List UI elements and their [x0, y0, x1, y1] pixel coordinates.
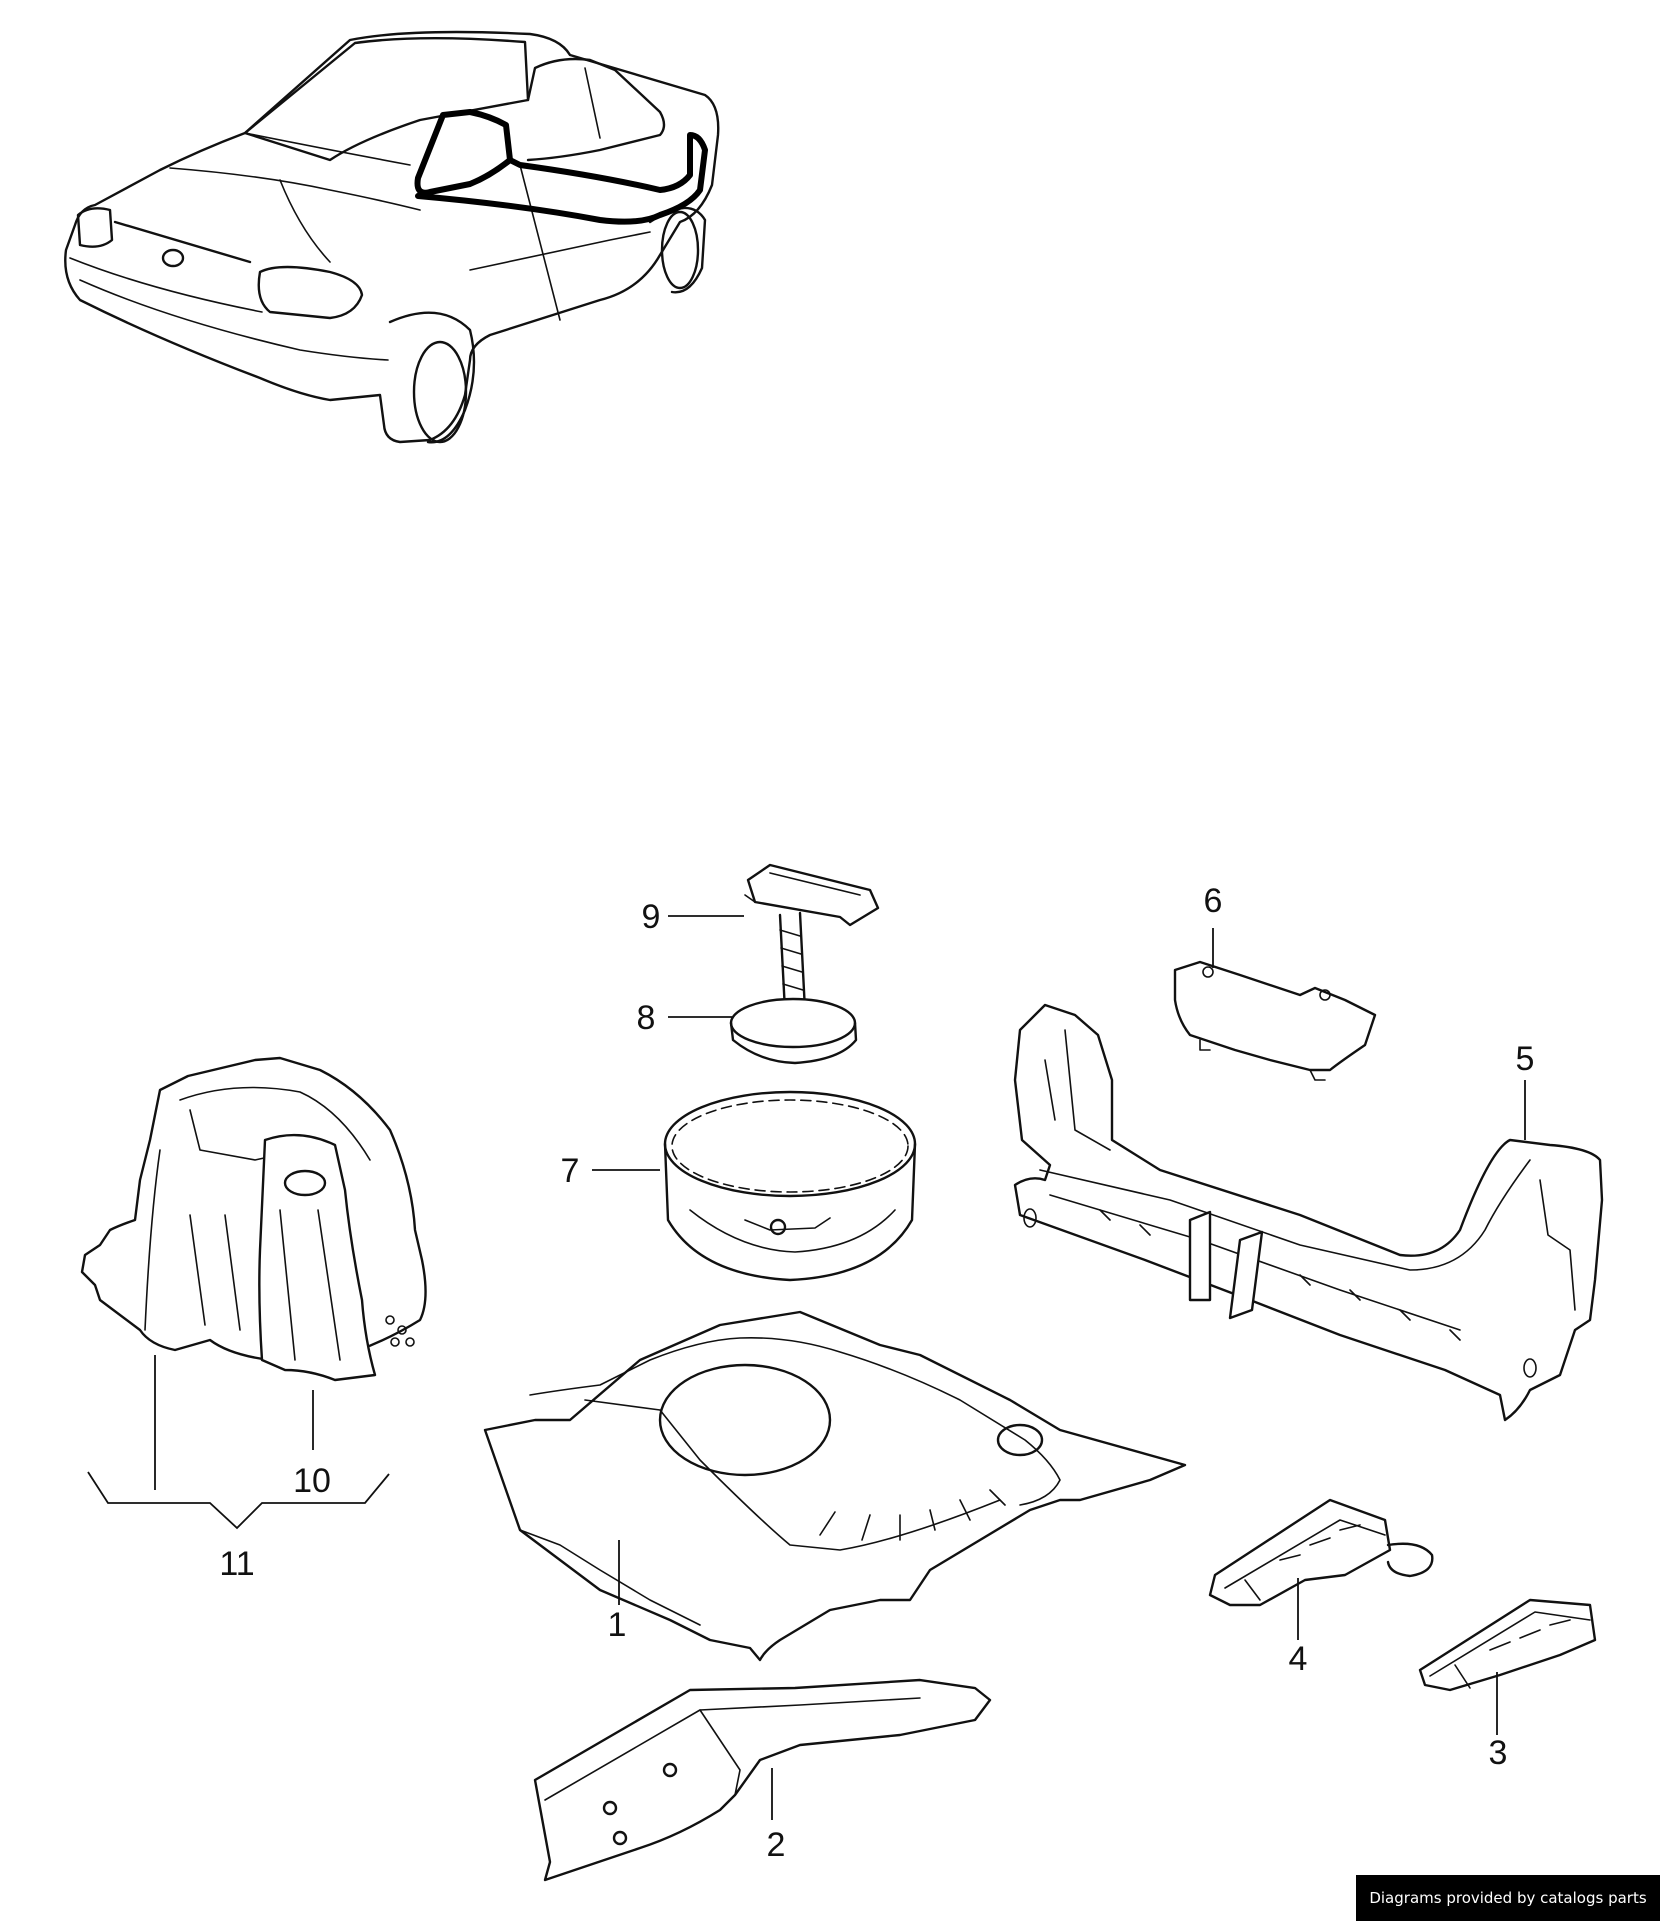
- part-2-longitudinal-member: [533, 1678, 992, 1882]
- callout-labels: 1 2 3 4 5 6 7 8 9 10 11: [219, 882, 1534, 1864]
- part-4-reinforcement: [1208, 1498, 1434, 1607]
- part-6-bracket: [1173, 960, 1377, 1081]
- part-11-wheel-housing: [80, 1056, 427, 1362]
- callout-9: 9: [642, 898, 661, 936]
- callout-4: 4: [1289, 1640, 1308, 1678]
- credit-banner: Diagrams provided by catalogs parts: [1356, 1875, 1660, 1921]
- callout-5: 5: [1516, 1040, 1535, 1078]
- car-overview-illustration: [64, 30, 720, 444]
- callout-3: 3: [1489, 1734, 1508, 1772]
- part-5-rear-panel: [1013, 1003, 1604, 1422]
- part-8-wing-bolt: [729, 911, 858, 1065]
- bracket-11: [87, 1471, 390, 1530]
- callout-8: 8: [637, 999, 656, 1037]
- part-9-clamp-bracket: [744, 863, 880, 927]
- callout-2: 2: [767, 1826, 786, 1864]
- part-3-reinforcement: [1418, 1598, 1597, 1692]
- callout-7: 7: [561, 1152, 580, 1190]
- leader-lines: [87, 915, 1526, 1820]
- part-7-spare-wheel-well: [663, 1090, 917, 1282]
- callout-6: 6: [1204, 882, 1223, 920]
- callout-1: 1: [608, 1606, 627, 1644]
- part-1-floor-pan: [483, 1310, 1187, 1662]
- callout-10: 10: [293, 1462, 331, 1500]
- part-10-inner-panel: [258, 1133, 415, 1382]
- callout-11: 11: [219, 1545, 254, 1583]
